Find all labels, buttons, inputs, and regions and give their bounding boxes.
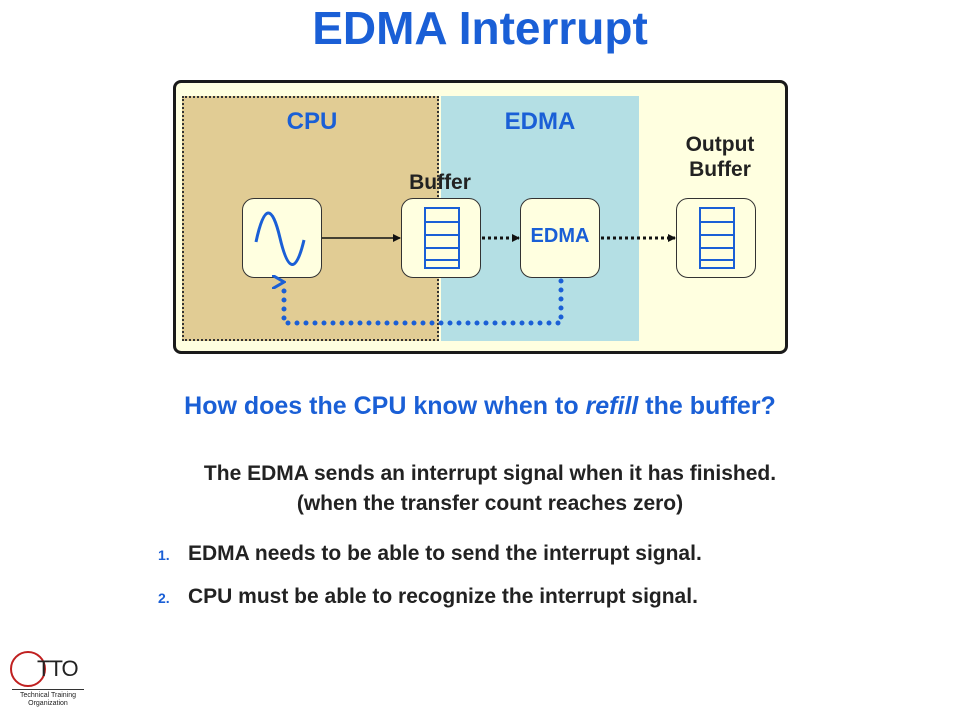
interrupt-dotted-arrow (284, 281, 564, 326)
output-buffer-label-line1: Output (685, 133, 755, 156)
logo-divider (12, 689, 84, 690)
buffer-label: Buffer (409, 171, 471, 194)
buffer-icon (424, 207, 460, 269)
slide-title: EDMA Interrupt (312, 2, 648, 54)
list-item-1: 1. EDMA needs to be able to send the inte… (158, 542, 702, 566)
edma-block: EDMA (520, 198, 600, 278)
logo-subtitle: Technical Training Organization (19, 692, 77, 707)
output-buffer-label-line2: Buffer (689, 158, 751, 181)
output-buffer-icon (699, 207, 735, 269)
output-buffer-block (676, 198, 756, 278)
question-emphasis: refill (585, 392, 639, 420)
edma-region-label: EDMA (504, 108, 576, 135)
signal-source-block (242, 198, 322, 278)
sine-wave-icon (254, 211, 305, 266)
list-item-number: 1. (158, 547, 170, 563)
question-text: How does the CPU know when to refill the… (184, 392, 776, 420)
list-item-number: 2. (158, 590, 170, 606)
output-buffer-label: Output Buffer (660, 132, 780, 182)
logo-circle-icon (10, 651, 46, 687)
logo-text: TTO (37, 656, 79, 681)
list-item-text: EDMA needs to be able to send the interr… (188, 542, 702, 565)
cpu-region-label: CPU (286, 108, 338, 135)
list-item-text: CPU must be able to recognize the interr… (188, 585, 698, 608)
buffer-block (401, 198, 481, 278)
edma-block-label: EDMA (530, 225, 590, 247)
answer-line-2: (when the transfer count reaches zero) (296, 492, 684, 515)
answer-line-1: The EDMA sends an interrupt signal when … (203, 462, 777, 485)
list-item-2: 2. CPU must be able to recognize the inte… (158, 585, 698, 609)
